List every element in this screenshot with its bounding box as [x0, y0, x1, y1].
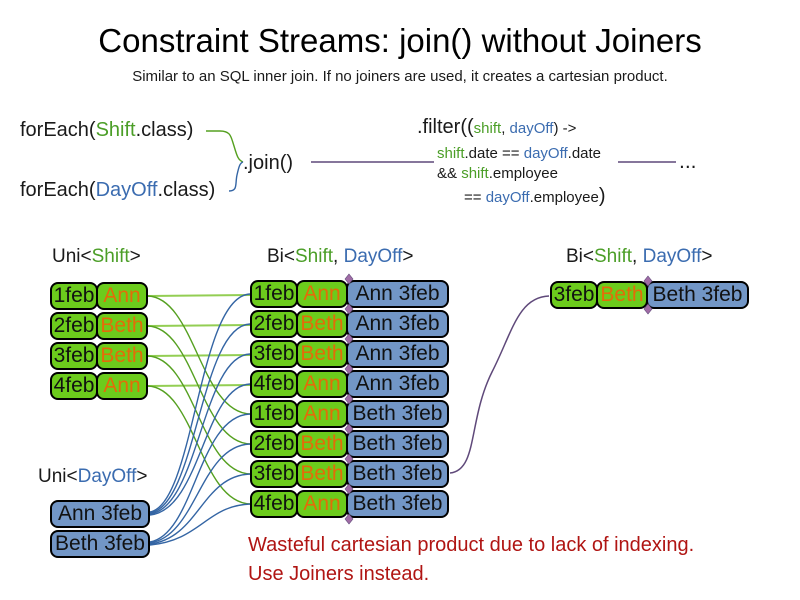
shift-date-cell: 3feb: [550, 281, 598, 309]
shift-date-cell: 3feb: [250, 340, 298, 368]
label-uni-shift: Uni<Shift>: [52, 246, 141, 267]
code-filter-line3: && shift.employee: [437, 165, 558, 182]
table-row: 1feb Ann Beth 3feb: [250, 400, 449, 428]
label-uni-dayoff: Uni<DayOff>: [38, 466, 148, 487]
slide-title: Constraint Streams: join() without Joine…: [98, 22, 702, 59]
uni-shift-table: 1feb Ann 2feb Beth 3feb Beth 4feb Ann: [50, 282, 148, 400]
warning-note-line1: Wasteful cartesian product due to lack o…: [248, 534, 695, 556]
table-row: 1feb Ann: [50, 282, 148, 310]
code-filter-line1: .filter((shift, dayOff) ->: [417, 116, 577, 138]
shift-date-cell: 3feb: [50, 342, 98, 370]
bi-filtered-table: 3feb Beth Beth 3feb: [550, 281, 749, 309]
table-row: 3feb Beth Beth 3feb: [550, 281, 749, 309]
table-row: 1feb Ann Ann 3feb: [250, 280, 449, 308]
label-bi-product: Bi<Shift, DayOff>: [267, 246, 414, 267]
shift-date-cell: 2feb: [250, 310, 298, 338]
slide-subtitle: Similar to an SQL inner join. If no join…: [132, 68, 668, 85]
dayoff-cell: Beth 3feb: [346, 490, 449, 518]
shift-employee-cell: Beth: [596, 281, 648, 309]
shift-to-product-lines: [147, 294, 251, 505]
shift-date-cell: 1feb: [250, 280, 298, 308]
shift-date-cell: 4feb: [250, 370, 298, 398]
dayoff-cell: Beth 3feb: [346, 460, 449, 488]
table-row: 3feb Beth Ann 3feb: [250, 340, 449, 368]
dayoff-to-product-lines: [149, 293, 251, 546]
dayoff-cell: Beth 3feb: [346, 400, 449, 428]
warning-note: Wasteful cartesian product due to lack o…: [248, 531, 694, 589]
dayoff-cell: Beth 3feb: [346, 430, 449, 458]
code-ellipsis: ...: [679, 150, 697, 173]
table-row: 2feb Beth Ann 3feb: [250, 310, 449, 338]
code-filter-line4: == dayOff.employee): [464, 185, 606, 207]
table-row: Beth 3feb: [50, 530, 150, 558]
shift-employee-cell: Beth: [296, 340, 348, 368]
shift-date-cell: 4feb: [50, 372, 98, 400]
table-row: 2feb Beth: [50, 312, 148, 340]
label-bi-filtered: Bi<Shift, DayOff>: [566, 246, 713, 267]
table-row: 4feb Ann: [50, 372, 148, 400]
table-row: 3feb Beth Beth 3feb: [250, 460, 449, 488]
shift-employee-cell: Ann: [296, 490, 348, 518]
dayoff-cell: Ann 3feb: [50, 500, 150, 528]
code-join: .join(): [243, 152, 294, 174]
shift-employee-cell: Beth: [296, 430, 348, 458]
table-row: 4feb Ann Beth 3feb: [250, 490, 449, 518]
warning-note-line2: Use Joiners instead.: [248, 563, 430, 585]
table-row: 4feb Ann Ann 3feb: [250, 370, 449, 398]
dayoff-cell: Beth 3feb: [646, 281, 749, 309]
shift-employee-cell: Ann: [96, 282, 148, 310]
dayoff-cell: Ann 3feb: [346, 310, 449, 338]
shift-employee-cell: Beth: [296, 460, 348, 488]
table-row: Ann 3feb: [50, 500, 150, 528]
table-row: 3feb Beth: [50, 342, 148, 370]
shift-employee-cell: Ann: [96, 372, 148, 400]
shift-date-cell: 1feb: [50, 282, 98, 310]
shift-employee-cell: Beth: [96, 312, 148, 340]
code-foreach-dayoff: forEach(DayOff.class): [20, 179, 216, 201]
dayoff-cell: Beth 3feb: [50, 530, 150, 558]
shift-employee-cell: Ann: [296, 280, 348, 308]
shift-date-cell: 2feb: [250, 430, 298, 458]
code-foreach-shift: forEach(Shift.class): [20, 119, 194, 141]
uni-dayoff-table: Ann 3feb Beth 3feb: [50, 500, 150, 558]
dayoff-cell: Ann 3feb: [346, 340, 449, 368]
shift-employee-cell: Ann: [296, 400, 348, 428]
shift-employee-cell: Beth: [296, 310, 348, 338]
dayoff-cell: Ann 3feb: [346, 280, 449, 308]
filtered-row-connector: [449, 295, 550, 474]
shift-date-cell: 2feb: [50, 312, 98, 340]
dayoff-cell: Ann 3feb: [346, 370, 449, 398]
shift-date-cell: 1feb: [250, 400, 298, 428]
bi-product-table: 1feb Ann Ann 3feb 2feb Beth Ann 3feb 3fe…: [250, 280, 449, 518]
shift-employee-cell: Ann: [296, 370, 348, 398]
shift-date-cell: 4feb: [250, 490, 298, 518]
table-row: 2feb Beth Beth 3feb: [250, 430, 449, 458]
shift-employee-cell: Beth: [96, 342, 148, 370]
code-filter-line2: shift.date == dayOff.date: [437, 145, 602, 162]
shift-date-cell: 3feb: [250, 460, 298, 488]
